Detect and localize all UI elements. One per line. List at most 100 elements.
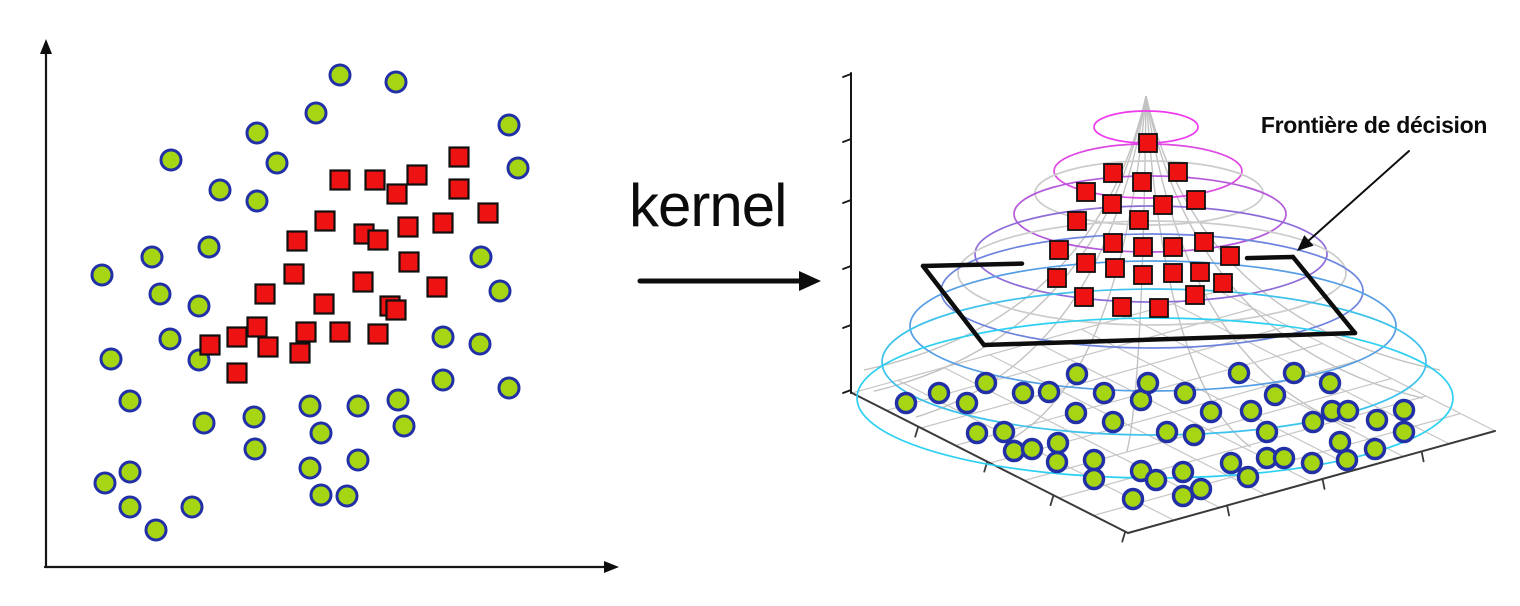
left-y-axis-arrowhead-icon bbox=[40, 39, 52, 54]
annotation-arrow bbox=[1300, 150, 1410, 249]
right-data-point-square bbox=[1076, 182, 1096, 202]
right-data-point-circle bbox=[1144, 468, 1168, 492]
right-data-point-circle bbox=[1065, 362, 1089, 386]
right-data-point-square bbox=[1102, 194, 1122, 214]
left-data-point-circle bbox=[148, 282, 172, 306]
left-data-point-circle bbox=[346, 394, 370, 418]
left-data-point-circle bbox=[309, 483, 333, 507]
left-data-point-circle bbox=[335, 484, 359, 508]
left-data-point-circle bbox=[118, 460, 142, 484]
kernel-label: kernel bbox=[629, 172, 787, 239]
left-data-point-circle bbox=[197, 235, 221, 259]
bump-contour-ring bbox=[957, 220, 1347, 326]
right-data-point-circle bbox=[1263, 383, 1287, 407]
base-grid-tick bbox=[1121, 530, 1127, 543]
left-data-point-circle bbox=[497, 376, 521, 400]
right-data-point-circle bbox=[1011, 381, 1035, 405]
left-data-point-circle bbox=[506, 156, 530, 180]
left-data-point-square bbox=[226, 326, 248, 348]
left-data-point-circle bbox=[118, 389, 142, 413]
bump-contour-ring bbox=[881, 288, 1427, 436]
right-data-point-square bbox=[1186, 190, 1206, 210]
right-z-axis-tick bbox=[842, 138, 852, 143]
right-data-point-circle bbox=[894, 391, 918, 415]
left-data-point-circle bbox=[99, 347, 123, 371]
left-data-point-square bbox=[367, 229, 389, 251]
left-data-point-circle bbox=[384, 70, 408, 94]
right-data-point-square bbox=[1112, 297, 1132, 317]
left-data-point-circle bbox=[298, 394, 322, 418]
decision-boundary-label: Frontière de décision bbox=[1260, 112, 1488, 138]
right-z-axis-tick bbox=[842, 73, 852, 78]
right-data-point-circle bbox=[1272, 446, 1296, 470]
left-data-point-square bbox=[364, 169, 386, 191]
right-data-point-square bbox=[1076, 253, 1096, 273]
left-data-point-circle bbox=[159, 148, 183, 172]
right-data-point-circle bbox=[1236, 465, 1260, 489]
right-data-point-circle bbox=[1363, 437, 1387, 461]
decision-plane-bottom-edge bbox=[981, 330, 1358, 348]
left-data-point-square bbox=[329, 169, 351, 191]
base-grid-tick bbox=[1321, 478, 1326, 490]
left-data-point-circle bbox=[328, 63, 352, 87]
left-data-point-circle bbox=[158, 327, 182, 351]
right-data-point-square bbox=[1138, 133, 1158, 153]
left-data-point-square bbox=[313, 293, 335, 315]
right-data-point-square bbox=[1149, 298, 1169, 318]
left-data-point-circle bbox=[140, 245, 164, 269]
bump-wireframe-meridian bbox=[1145, 95, 1251, 448]
right-data-point-circle bbox=[1082, 448, 1106, 472]
right-data-point-circle bbox=[1002, 439, 1026, 463]
left-data-point-circle bbox=[469, 245, 493, 269]
left-data-point-circle bbox=[243, 437, 267, 461]
bump-wireframe-meridian bbox=[915, 95, 1147, 418]
left-data-point-circle bbox=[265, 151, 289, 175]
left-data-point-square bbox=[199, 334, 221, 356]
base-grid-line bbox=[1080, 328, 1358, 470]
right-data-point-square bbox=[1049, 240, 1069, 260]
left-data-point-circle bbox=[497, 113, 521, 137]
left-data-point-circle bbox=[309, 421, 333, 445]
left-data-point-square bbox=[397, 216, 419, 238]
base-grid-tick bbox=[914, 425, 920, 438]
right-data-point-circle bbox=[1155, 420, 1179, 444]
bump-wireframe-meridian bbox=[1126, 95, 1147, 452]
left-data-point-square bbox=[254, 283, 276, 305]
left-data-point-square bbox=[295, 321, 317, 343]
left-data-point-circle bbox=[431, 325, 455, 349]
base-grid-tick bbox=[1420, 450, 1425, 463]
right-z-axis-tick bbox=[842, 265, 852, 270]
left-data-point-square bbox=[386, 183, 408, 205]
kernel-arrowhead-icon bbox=[799, 271, 821, 291]
left-data-point-square bbox=[283, 263, 305, 285]
left-data-point-circle bbox=[144, 518, 168, 542]
right-data-point-circle bbox=[1045, 450, 1069, 474]
right-data-point-square bbox=[1047, 268, 1067, 288]
right-data-point-circle bbox=[1101, 410, 1125, 434]
right-data-point-square bbox=[1185, 285, 1205, 305]
left-data-point-circle bbox=[192, 411, 216, 435]
left-data-point-square bbox=[406, 164, 428, 186]
left-data-point-circle bbox=[346, 448, 370, 472]
left-data-point-square bbox=[286, 230, 308, 252]
decision-plane-right-edge bbox=[1290, 254, 1358, 336]
right-data-point-circle bbox=[1173, 381, 1197, 405]
right-data-point-circle bbox=[1365, 408, 1389, 432]
right-data-point-square bbox=[1213, 273, 1233, 293]
decision-plane-top-edge bbox=[920, 261, 1025, 269]
right-z-axis-tick bbox=[842, 324, 852, 329]
base-grid-front-left-edge bbox=[851, 392, 1129, 534]
right-data-point-circle bbox=[1392, 420, 1416, 444]
left-data-point-square bbox=[257, 336, 279, 358]
left-data-point-square bbox=[385, 299, 407, 321]
left-data-point-circle bbox=[208, 178, 232, 202]
left-data-point-circle bbox=[468, 332, 492, 356]
right-data-point-circle bbox=[1020, 437, 1044, 461]
right-data-point-circle bbox=[1064, 401, 1088, 425]
left-data-point-square bbox=[246, 316, 268, 338]
right-data-point-circle bbox=[1282, 361, 1306, 385]
annotation-arrowhead-icon bbox=[1297, 235, 1314, 251]
right-data-point-circle bbox=[992, 420, 1016, 444]
bump-wireframe-meridian bbox=[873, 95, 1147, 392]
left-data-point-circle bbox=[431, 368, 455, 392]
